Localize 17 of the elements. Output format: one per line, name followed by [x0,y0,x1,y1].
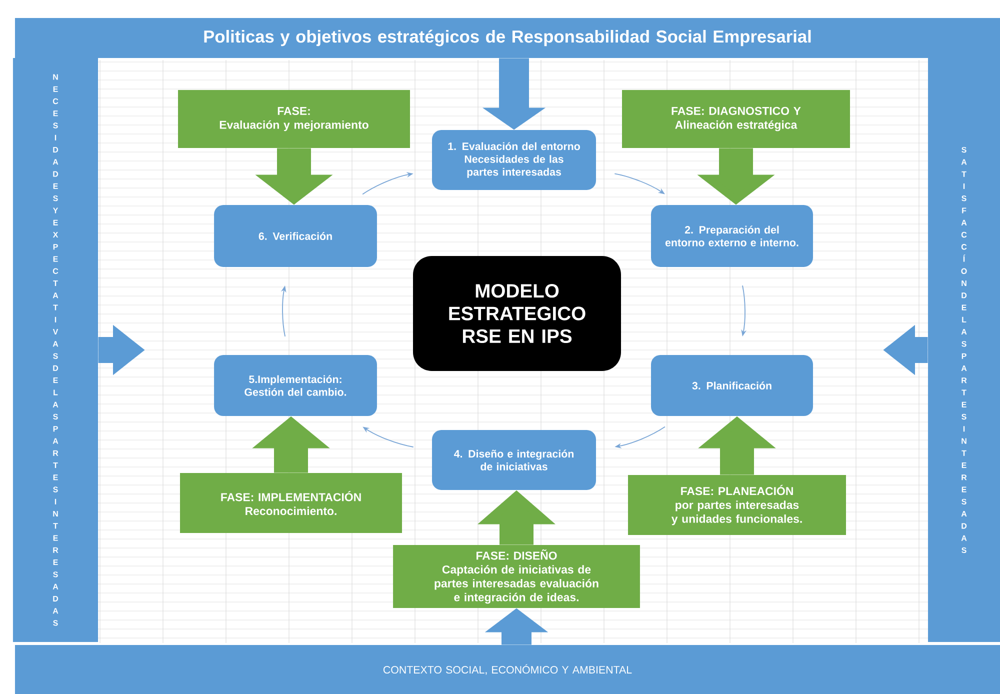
phase-box: FASE: IMPLEMENTACIÓN Reconocimiento. [180,473,402,533]
process-box: 3. Planificación [651,354,813,416]
process-box: 4. Diseño e integración de iniciativas [432,430,596,490]
phase-box: FASE: DIAGNOSTICO Y Alineación estratégica [622,90,850,148]
node-label: NECESIDADES Y EXPECTATIVAS DE LAS PARTES INTERESADAS [52,74,58,626]
center-box: MODELO ESTRATEGICO RSE EN IPS [413,256,621,371]
phase-box: FASE: Evaluación y mejoramiento [178,90,410,148]
process-box: 2. Preparación del entorno externo e interno. [651,205,813,267]
node-label: SATISFACCÍON DE LAS PARTES INTERESADAS [961,146,967,554]
phase-box: FASE: DISEÑO Captación de iniciativas de partes interesadas evaluación e integración de ideas. [393,545,640,608]
side-band: NECESIDADES Y EXPECTATIVAS DE LAS PARTES INTERESADAS [12,58,98,642]
side-band: SATISFACCÍON DE LAS PARTES INTERESADAS [928,58,1000,642]
footer-band: CONTEXTO SOCIAL, ECONÓMICO Y AMBIENTAL [14,644,1000,694]
process-box: 6. Verificación [214,205,377,267]
process-box: 5.Implementación: Gestión del cambio. [214,354,377,416]
heading-band: Politicas y objetivos estratégicos de Responsabilidad Social Empresarial [14,18,1000,58]
phase-box: FASE: PLANEACIÓN por partes interesadas y unidades funcionales. [628,475,846,535]
